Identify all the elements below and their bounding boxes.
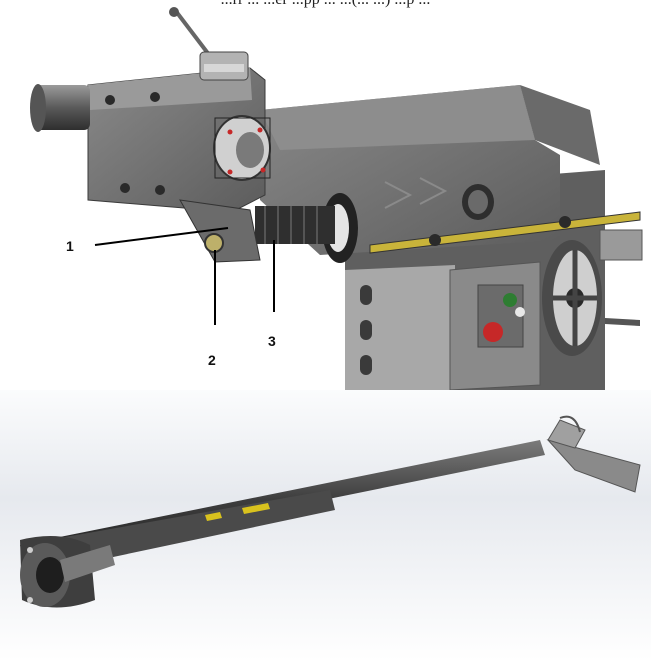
bracket bbox=[179, 199, 261, 263]
top-lever bbox=[169, 7, 249, 81]
leader-line-1 bbox=[94, 227, 229, 246]
red-button bbox=[483, 322, 503, 342]
collet-end bbox=[20, 536, 115, 608]
top-caption: ...rr ... ...er ...pp ... ...(... ...) .… bbox=[0, 0, 651, 9]
yellow-mark bbox=[205, 512, 222, 521]
yellow-mark bbox=[242, 503, 270, 514]
callout-1: 1 bbox=[66, 238, 74, 254]
callout-3: 3 bbox=[268, 333, 276, 349]
nut bbox=[204, 233, 224, 253]
wrench-icon bbox=[546, 415, 641, 493]
machine-head bbox=[30, 7, 643, 391]
threaded-drawbar bbox=[255, 206, 335, 244]
callout-2: 2 bbox=[208, 352, 216, 368]
green-button bbox=[503, 293, 517, 307]
drawbar-assembly bbox=[20, 415, 641, 608]
bottom-background bbox=[0, 390, 651, 661]
handwheel bbox=[542, 240, 640, 356]
front-cylinder bbox=[35, 85, 90, 130]
